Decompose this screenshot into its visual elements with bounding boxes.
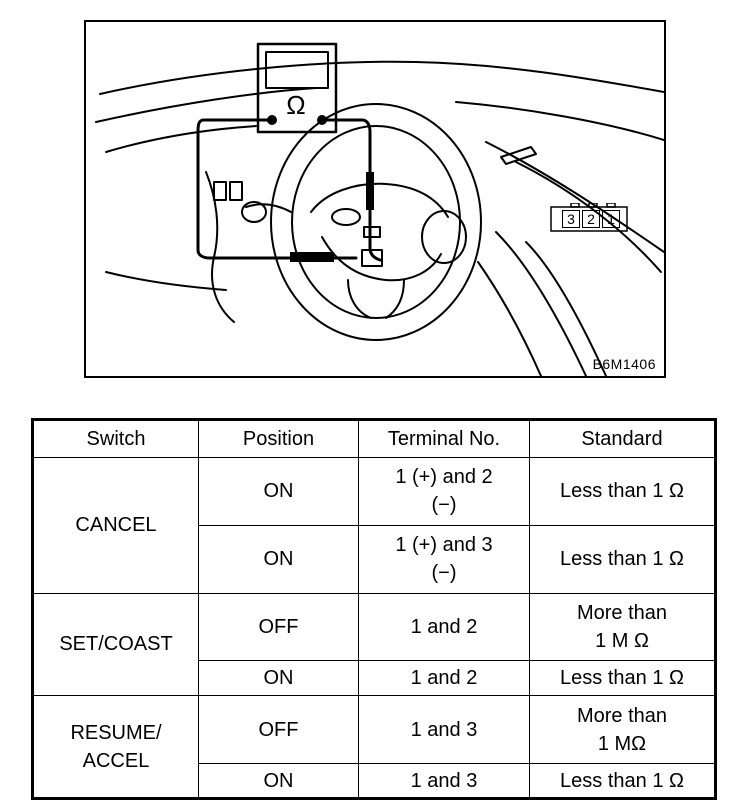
header-standard: Standard	[529, 419, 716, 458]
standard-cell: Less than 1 Ω	[529, 660, 716, 697]
figure-code: B6M1406	[592, 356, 656, 372]
terminal-cell: 1 and 2	[358, 592, 530, 662]
table-header-row: Switch Position Terminal No. Standard	[32, 419, 716, 458]
standard-cell: Less than 1 Ω	[529, 524, 716, 594]
standard-cell: More than 1 M Ω	[529, 592, 716, 662]
table-row: SET/COAST OFF 1 and 2 More than 1 M Ω	[32, 592, 716, 697]
dashboard-steering-drawing	[95, 42, 664, 376]
table-row: ON 1 (+) and 3 (−) Less than 1 Ω	[33, 524, 716, 594]
position-cell: ON	[198, 457, 359, 526]
terminal-cell: 1 and 2	[358, 660, 530, 697]
switch-cell: RESUME/ ACCEL	[32, 695, 199, 799]
terminal-cell: 1 (+) and 2 (−)	[358, 457, 530, 526]
table-row: ON 1 and 3 Less than 1 Ω	[33, 763, 716, 799]
connector-pin-2: 2	[582, 210, 600, 228]
switch-cell: SET/COAST	[32, 592, 199, 697]
switch-resistance-table: Switch Position Terminal No. Standard CA…	[31, 418, 717, 800]
header-position: Position	[198, 419, 359, 458]
terminal-cell: 1 and 3	[358, 763, 530, 799]
position-cell: OFF	[198, 695, 359, 765]
table-row: ON 1 and 2 Less than 1 Ω	[33, 660, 716, 697]
standard-cell: More than 1 MΩ	[529, 695, 716, 765]
connector-outline	[550, 203, 628, 232]
switch-connector: 3 2 1	[549, 203, 631, 233]
position-cell: OFF	[198, 592, 359, 662]
terminal-cell: 1 (+) and 3 (−)	[358, 524, 530, 594]
header-terminal-no: Terminal No.	[358, 419, 530, 458]
terminal-cell: 1 and 3	[358, 695, 530, 765]
steering-switch-illustration: Ω 3 2 1 B6M1406	[84, 20, 666, 378]
position-cell: ON	[198, 763, 359, 799]
header-switch: Switch	[32, 419, 199, 458]
standard-cell: Less than 1 Ω	[529, 457, 716, 526]
connector-pin-3: 3	[562, 210, 580, 228]
position-cell: ON	[198, 660, 359, 697]
switch-cell: CANCEL	[32, 457, 199, 594]
table-row: RESUME/ ACCEL OFF 1 and 3 More than 1 MΩ	[32, 695, 716, 799]
position-cell: ON	[198, 524, 359, 594]
connector-pin-1: 1	[602, 210, 620, 228]
ohm-symbol: Ω	[286, 90, 306, 120]
table-row: CANCEL ON 1 (+) and 2 (−) Less than 1 Ω	[32, 457, 716, 594]
standard-cell: Less than 1 Ω	[529, 763, 716, 799]
